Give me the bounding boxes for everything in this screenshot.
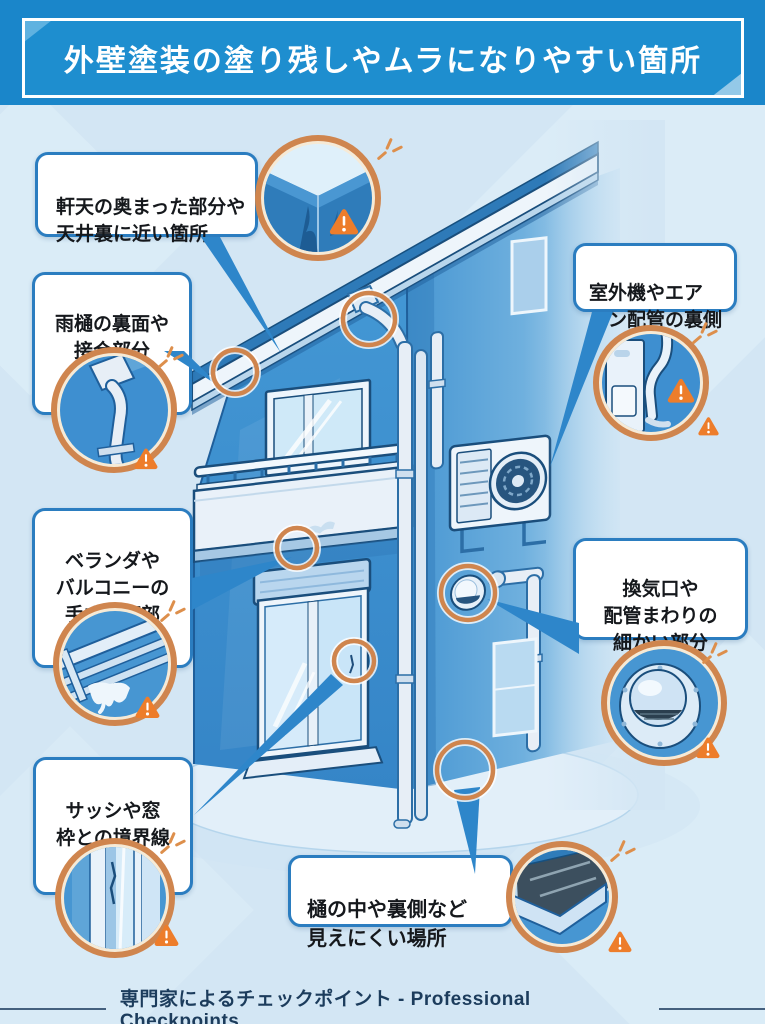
callout-vent-piping: 換気口や 配管まわりの 細かい部分 [573,538,748,654]
title-panel: 外壁塗装の塗り残しやムラになりやすい箇所 [22,18,744,98]
downspout [346,284,428,829]
footer-label: 専門家によるチェックポイント - Professional Checkpoint… [119,989,531,1024]
callout-sash-border: サッシや窓 枠との境界線 [33,757,193,895]
wall-pipe [428,331,446,470]
divider-line [0,1007,106,1010]
ac-unit [448,434,552,554]
callout-label: 樋の中や裏側など 見えにくい場所 [307,899,467,950]
window-1f [242,558,384,780]
callout-label: 雨樋の裏面や 接合部分 [54,313,169,362]
callout-gutter-inside: 樋の中や裏側など 見えにくい場所 [288,855,513,950]
balcony [192,442,414,577]
callout-label: 換気口や 配管まわりの 細かい部分 [603,578,718,654]
page-title: 外壁塗装の塗り残しやムラになりやすい箇所 [63,45,703,78]
window-small-upper [510,236,548,316]
window-small-mid [492,637,538,738]
footer: 専門家によるチェックポイント - Professional Checkpoint… [0,984,765,1024]
header-banner: 外壁塗装の塗り残しやムラになりやすい箇所 [0,0,765,105]
callout-gutter-back: 雨樋の裏面や 接合部分 [32,272,192,415]
callout-ac-outdoor: 室外機やエア コン配管の裏側 [573,243,737,331]
fade-overlay [545,120,665,810]
callout-label: サッシや窓 枠との境界線 [56,800,170,849]
callout-label: 軒天の奥まった部分や 天井裏に近い箇所 [56,196,246,245]
callout-eaves: 軒天の奥まった部分や 天井裏に近い箇所 [35,152,258,245]
callout-label: ベランダや バルコニーの 手すり下部 [55,550,170,626]
callout-label: 室外機やエア コン配管の裏側 [589,282,723,331]
callout-balcony-rail: ベランダや バルコニーの 手すり下部 [32,508,193,668]
divider-line [659,1007,765,1010]
